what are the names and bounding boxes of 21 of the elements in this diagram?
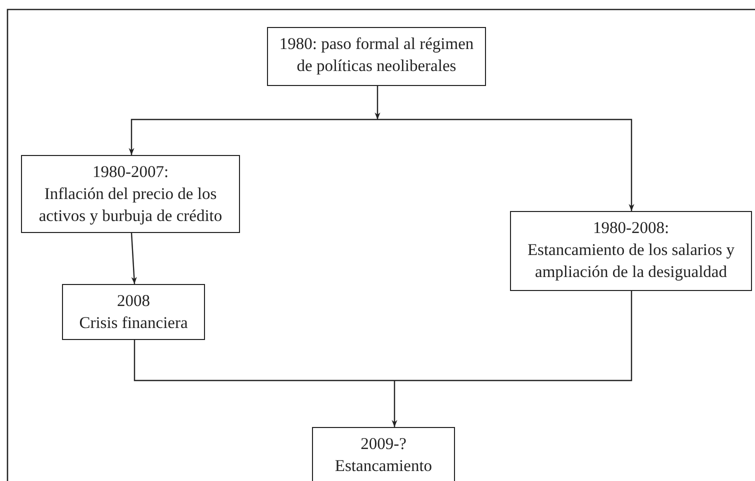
arrow: [392, 380, 398, 427]
process-box: [267, 27, 486, 86]
box-text: Crisis financiera: [78, 312, 189, 334]
process-box: [510, 211, 752, 291]
process-box: [21, 155, 240, 233]
arrow: [130, 232, 137, 284]
box-text: Estancamiento: [334, 455, 434, 477]
arrow: [374, 86, 380, 120]
box-text: Estancamiento de los salarios y ampliación de la desigualdad: [526, 239, 736, 283]
box-text: Inflación del precio de los activos y burbuja de crédito: [38, 183, 224, 227]
process-box: [312, 427, 455, 481]
arrow: [378, 118, 634, 211]
box-text: 1980-2007:: [91, 161, 170, 183]
box-text: 2009-?: [360, 433, 408, 455]
arrow: [128, 118, 378, 155]
box-text: 1980: paso formal al régimen de políticas neoliberales: [278, 33, 475, 77]
connector-line: [134, 340, 394, 382]
connector-line: [394, 291, 632, 382]
box-text: 1980-2008:: [592, 217, 670, 239]
box-text: 2008: [116, 290, 151, 312]
process-box: [62, 284, 205, 340]
